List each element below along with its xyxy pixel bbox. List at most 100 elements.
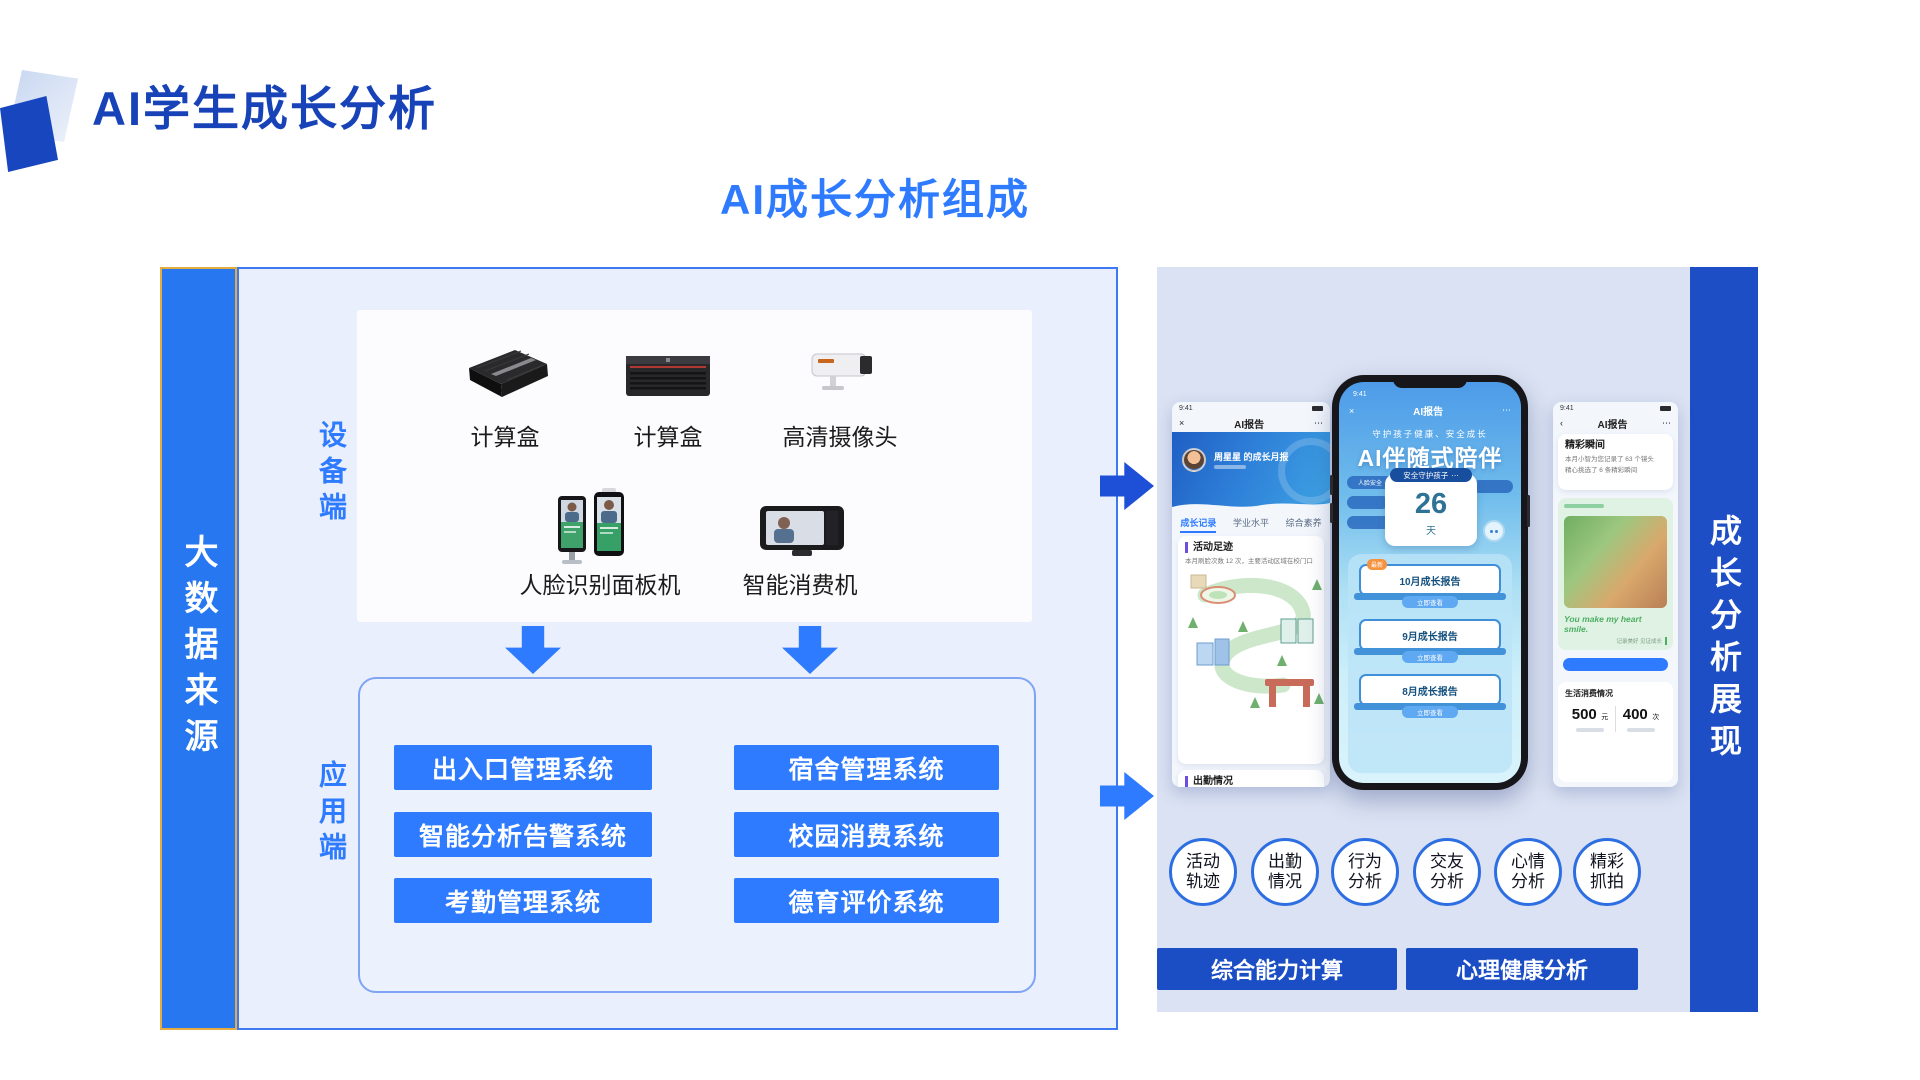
decorative-parallelogram-blue	[0, 96, 58, 172]
diagram-title: AI成长分析组成	[719, 176, 1030, 223]
more-icon: ⋯	[1451, 470, 1459, 480]
badge-behavior-analysis: 行为 分析	[1331, 838, 1399, 906]
phone-screen-growth-report: 9:41 × AI报告 ⋯ 周星星 的成长月报 成长记录 学业水平 综合素养 活…	[1172, 402, 1330, 787]
system-button-dormitory[interactable]: 宿舍管理系统	[734, 745, 999, 790]
student-photo	[1564, 516, 1667, 608]
growth-display-label: 成长分析展现	[1706, 513, 1742, 766]
attendance-title: 出勤情况	[1185, 776, 1317, 787]
device-label: 计算盒	[470, 424, 540, 450]
avatar	[1182, 448, 1206, 472]
student-report-title: 周星星 的成长月报	[1214, 452, 1289, 462]
report-shelf: 9月成长报告 立即查看	[1354, 619, 1506, 663]
badge-text: 轨迹	[1186, 872, 1220, 891]
phone-mockup: 9:41 × AI报告 ⋯ 守护孩子健康、安全成长 AI伴随式陪伴 人脸安全 安…	[1330, 375, 1530, 790]
tab-growth-record[interactable]: 成长记录	[1180, 516, 1217, 533]
caption-placeholder	[1576, 728, 1604, 732]
report-shelf: 8月成长报告 立即查看	[1354, 674, 1506, 718]
system-button-consumption[interactable]: 校园消费系统	[734, 812, 999, 857]
campus-path-illustration	[1188, 574, 1324, 708]
badge-text: 行为	[1348, 851, 1382, 871]
mental-health-button[interactable]: 心理健康分析	[1406, 948, 1638, 990]
badge-text: 交友	[1430, 851, 1464, 871]
activity-track-title: 活动足迹	[1185, 542, 1317, 553]
report-hero: 周星星 的成长月报	[1172, 432, 1330, 512]
growth-display-bar: 成长分析展现	[1690, 267, 1758, 1012]
report-shelf: 最新 10月成长报告 立即查看	[1354, 559, 1506, 608]
share-button[interactable]	[1563, 658, 1668, 671]
quote-subtext: 记录美好 见证成长	[1564, 637, 1667, 645]
close-icon[interactable]: ×	[1349, 405, 1355, 416]
badge-friendship-analysis: 交友 分析	[1413, 838, 1481, 906]
phone-notch	[1393, 375, 1467, 388]
highlights-title: 精彩瞬间	[1565, 440, 1605, 451]
more-icon[interactable]: ⋯	[1501, 405, 1511, 415]
big-data-source-bar: 大数据来源	[160, 267, 237, 1030]
device-panel: 计算盒 计算盒 高清摄像头	[357, 310, 1032, 622]
headline: AI伴随式陪伴	[1357, 445, 1503, 471]
badge-mood-analysis: 心情 分析	[1494, 838, 1562, 906]
report-date-placeholder	[1214, 465, 1246, 469]
badge-text: 精彩	[1590, 851, 1624, 871]
badge-text: 活动	[1186, 851, 1220, 871]
badge-text: 分析	[1430, 872, 1464, 891]
highlights-card: 精彩瞬间 本月小智为您记录了 63 个镜头 精心挑选了 6 条精彩瞬间	[1558, 434, 1673, 490]
battery-icon	[1312, 406, 1323, 411]
more-icon[interactable]: ⋯	[1313, 417, 1323, 428]
report-title: 8月成长报告	[1359, 674, 1501, 706]
system-button-attendance[interactable]: 考勤管理系统	[394, 878, 652, 923]
activity-track-card: 活动足迹 本月刷脸次数 12 次，主要活动区域在校门口	[1178, 536, 1324, 764]
device-side-label: 设备端	[316, 420, 347, 528]
view-now-button[interactable]: 立即查看	[1402, 596, 1458, 608]
close-icon[interactable]: ×	[1179, 418, 1185, 428]
view-now-button[interactable]: 立即查看	[1402, 706, 1458, 718]
phone-volume-button	[1330, 475, 1333, 495]
more-icon[interactable]: ⋯	[1662, 417, 1671, 428]
view-now-button[interactable]: 立即查看	[1402, 651, 1458, 663]
count-unit: 次	[1652, 714, 1660, 721]
system-button-entrance[interactable]: 出入口管理系统	[394, 745, 652, 790]
device-label: 人脸识别面板机	[519, 572, 681, 598]
consumption-title: 生活消费情况	[1565, 689, 1613, 698]
badge-text: 分析	[1511, 872, 1545, 891]
phone-screen-highlights: 9:41 ‹ AI报告 ⋯ 精彩瞬间 本月小智为您记录了 63 个镜头 精心挑选…	[1553, 402, 1678, 787]
big-data-source-label: 大数据来源	[179, 533, 217, 764]
highlights-line2: 精心挑选了 6 条精彩瞬间	[1565, 466, 1638, 474]
robot-mascot-icon	[1483, 520, 1505, 542]
feature-pill	[1473, 480, 1513, 493]
hd-camera-image	[811, 353, 872, 390]
days-value: 26	[1414, 488, 1448, 520]
badge-text: 抓拍	[1590, 872, 1624, 891]
badge-highlight-capture: 精彩 抓拍	[1573, 838, 1641, 906]
device-label: 智能消费机	[742, 572, 858, 598]
status-time: 9:41	[1560, 405, 1574, 412]
photo-card-header-placeholder	[1564, 504, 1604, 508]
compute-box-2-image	[626, 356, 710, 396]
activity-track-text: 本月刷脸次数 12 次，主要活动区域在校门口	[1185, 558, 1313, 565]
days-unit: 天	[1426, 526, 1436, 537]
new-tag: 最新	[1367, 559, 1388, 570]
device-label: 计算盒	[633, 424, 703, 450]
system-button-alert[interactable]: 智能分析告警系统	[394, 812, 652, 857]
caption-placeholder	[1627, 728, 1655, 732]
tagline: 守护孩子健康、安全成长	[1372, 429, 1488, 439]
system-button-moral[interactable]: 德育评价系统	[734, 878, 999, 923]
count-value: 400	[1622, 706, 1648, 723]
face-panel-image	[558, 488, 624, 564]
wave-decoration	[1172, 503, 1330, 512]
compute-box-image	[469, 350, 548, 397]
comprehensive-ability-button[interactable]: 综合能力计算	[1157, 948, 1397, 990]
back-icon[interactable]: ‹	[1560, 418, 1563, 428]
monthly-reports-panel: 最新 10月成长报告 立即查看 9月成长报告 立即查看 8月成长报告 立即查看	[1348, 554, 1512, 773]
badge-text: 心情	[1511, 851, 1545, 871]
phone-screen-ai-companion: 9:41 × AI报告 ⋯ 守护孩子健康、安全成长 AI伴随式陪伴 人脸安全 安…	[1339, 382, 1521, 783]
safety-days-card: 安全守护孩子 ⋯ 26 天	[1385, 468, 1477, 546]
badge-text: 分析	[1348, 872, 1382, 891]
status-time: 9:41	[1353, 391, 1367, 398]
tab-comprehensive[interactable]: 综合素养	[1285, 518, 1322, 528]
phone-volume-button	[1330, 503, 1333, 523]
device-label: 高清摄像头	[782, 424, 898, 450]
badge-attendance: 出勤 情况	[1251, 838, 1319, 906]
status-time: 9:41	[1179, 405, 1193, 412]
tab-academic-level[interactable]: 学业水平	[1232, 518, 1269, 528]
